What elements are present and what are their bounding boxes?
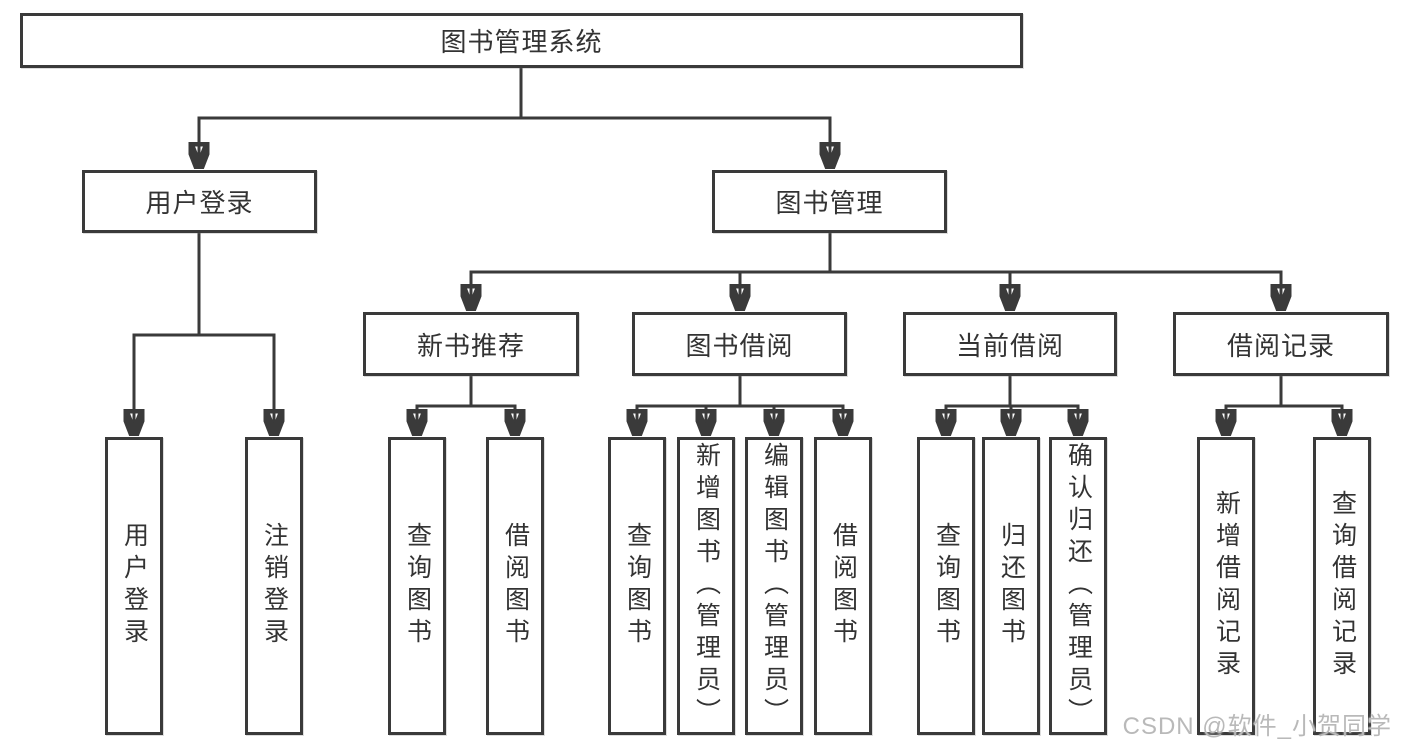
node-label: 用户登录 xyxy=(145,188,254,218)
connector-root-to-level2 xyxy=(198,68,832,169)
node-label: 新增图书（管理员） xyxy=(692,442,721,730)
node-leaf-edit-books-admin: 编辑图书（管理员） xyxy=(745,437,803,735)
node-leaf-add-books-admin: 新增图书（管理员） xyxy=(677,437,735,735)
connector-current-borrow-children xyxy=(945,376,1080,436)
connector-new-book-rec-children xyxy=(416,376,517,436)
node-label: 当前借阅 xyxy=(955,330,1064,361)
node-label: 归还图书 xyxy=(997,522,1026,650)
node-label: 查询图书 xyxy=(932,522,961,650)
node-label: 借阅记录 xyxy=(1226,330,1335,361)
node-leaf-query-books-newrec: 查询图书 xyxy=(388,437,446,735)
node-leaf-logout: 注销登录 xyxy=(245,437,303,735)
node-label: 编辑图书（管理员） xyxy=(760,442,789,730)
connector-user-login-children xyxy=(133,233,276,436)
node-leaf-add-borrow-record: 新增借阅记录 xyxy=(1197,437,1255,735)
node-library-management-system: 图书管理系统 xyxy=(20,13,1023,68)
node-label: 借阅图书 xyxy=(501,522,530,650)
node-label: 用户登录 xyxy=(120,522,149,650)
node-label: 借阅图书 xyxy=(829,522,858,650)
node-label: 查询图书 xyxy=(403,522,432,650)
connector-book-mgmt-children xyxy=(470,233,1283,311)
node-new-book-recommendation: 新书推荐 xyxy=(363,312,579,376)
node-leaf-query-books-current: 查询图书 xyxy=(917,437,975,735)
node-label: 图书借阅 xyxy=(685,330,794,361)
csdn-watermark: CSDN @软件_小贺同学 xyxy=(1122,713,1392,740)
node-leaf-borrow-books-borrowing: 借阅图书 xyxy=(814,437,872,735)
node-label: 确认归还（管理员） xyxy=(1064,442,1093,730)
node-leaf-query-books-borrowing: 查询图书 xyxy=(608,437,666,735)
connector-book-borrow-children xyxy=(636,376,845,436)
node-label: 查询图书 xyxy=(623,522,652,650)
node-label: 新增借阅记录 xyxy=(1212,490,1241,682)
node-label: 新书推荐 xyxy=(416,330,525,361)
node-book-management: 图书管理 xyxy=(712,170,947,233)
node-label: 图书管理系统 xyxy=(440,27,603,57)
node-label: 查询借阅记录 xyxy=(1328,490,1357,682)
node-leaf-confirm-return-admin: 确认归还（管理员） xyxy=(1049,437,1107,735)
node-user-login: 用户登录 xyxy=(82,170,317,233)
node-leaf-query-borrow-record: 查询借阅记录 xyxy=(1313,437,1371,735)
node-book-borrowing: 图书借阅 xyxy=(632,312,847,376)
node-label: 注销登录 xyxy=(260,522,289,650)
connector-borrow-records-children xyxy=(1225,376,1344,436)
node-current-borrowing: 当前借阅 xyxy=(903,312,1117,376)
node-borrowing-records: 借阅记录 xyxy=(1173,312,1389,376)
node-leaf-user-login: 用户登录 xyxy=(105,437,163,735)
node-leaf-borrow-books-newrec: 借阅图书 xyxy=(486,437,544,735)
node-label: 图书管理 xyxy=(775,188,884,218)
node-leaf-return-books: 归还图书 xyxy=(982,437,1040,735)
